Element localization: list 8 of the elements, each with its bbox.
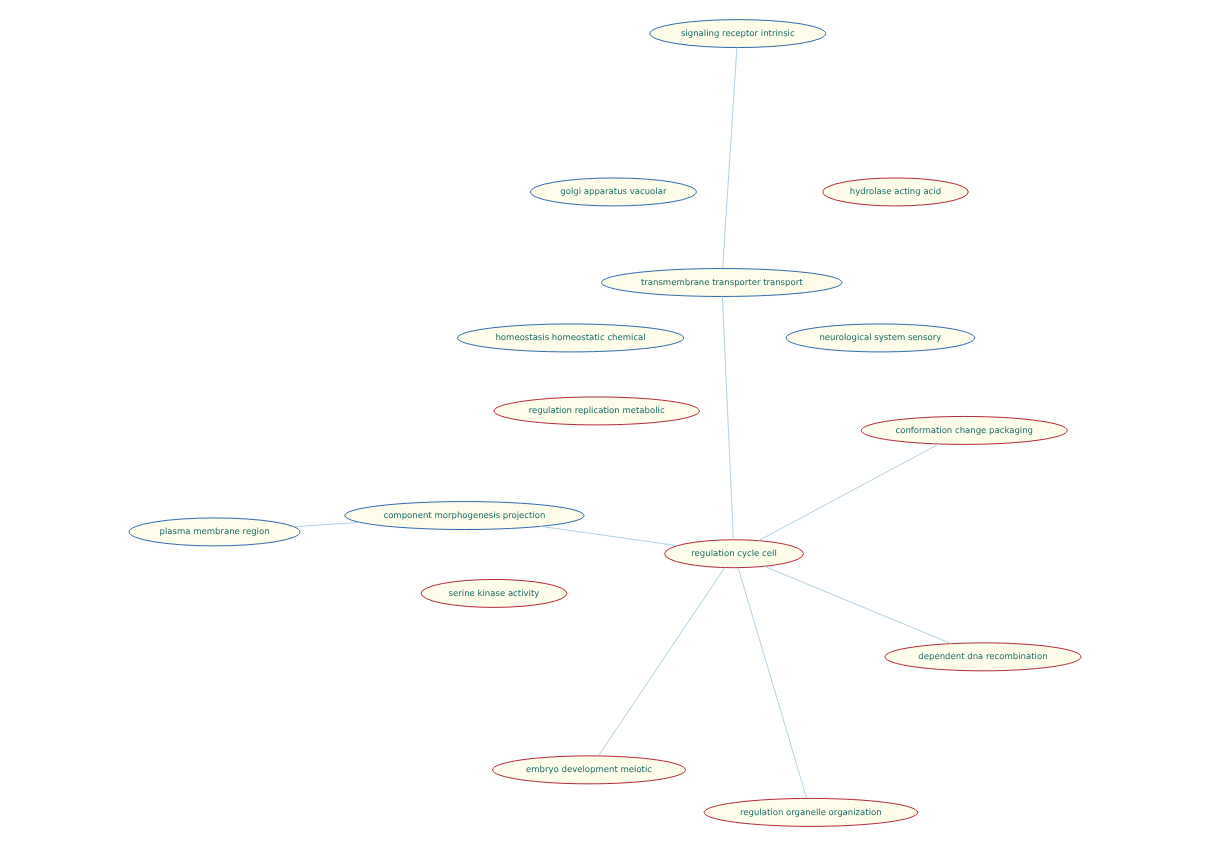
connector xyxy=(598,567,726,757)
connector xyxy=(758,443,940,542)
connector xyxy=(737,567,808,799)
connector xyxy=(764,565,952,645)
connector xyxy=(293,521,361,528)
connector xyxy=(722,47,738,269)
connector xyxy=(721,296,734,540)
connector xyxy=(540,525,678,547)
